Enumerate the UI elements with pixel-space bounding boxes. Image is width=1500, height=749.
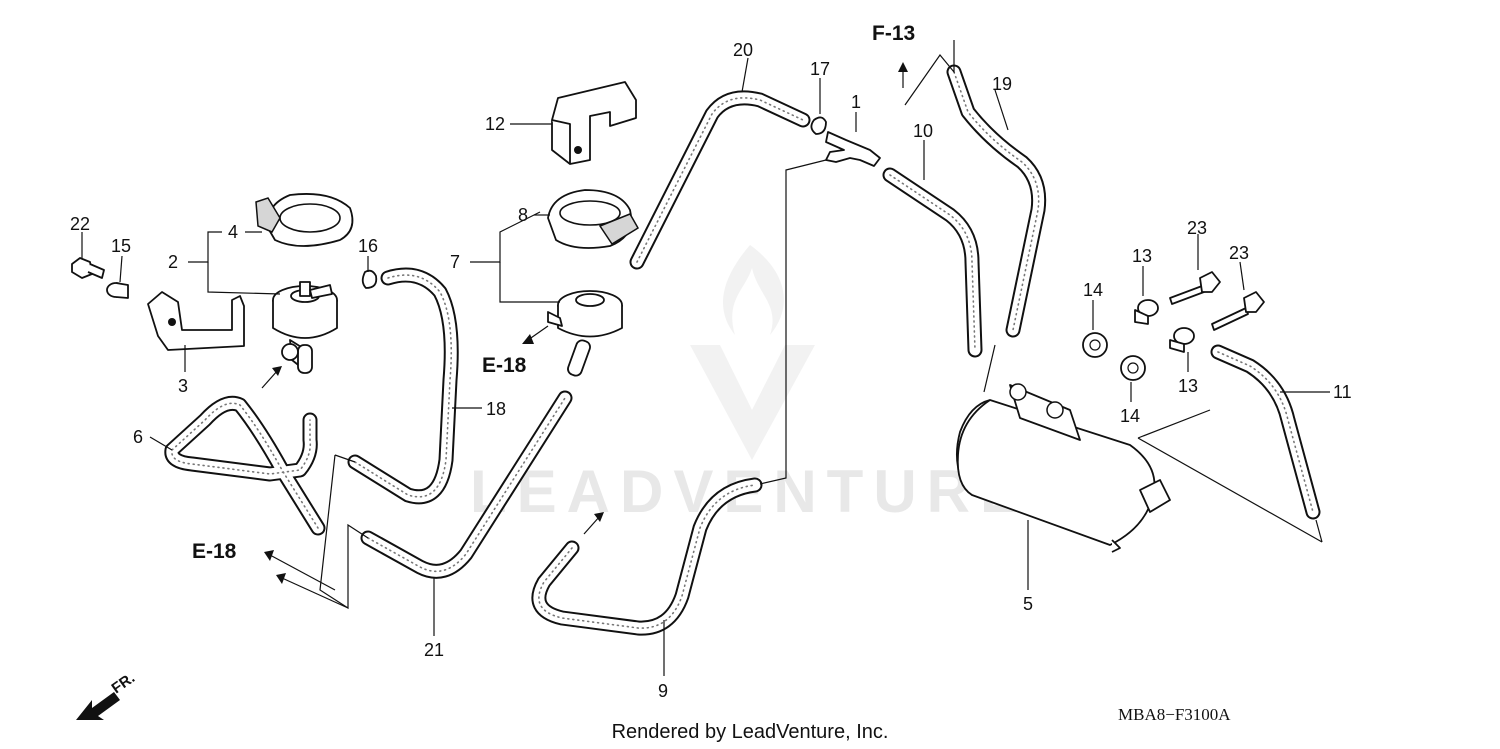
hoses: [164, 64, 1321, 636]
arrow-left-icon: [264, 550, 349, 609]
hose-19[interactable]: [946, 64, 1047, 338]
callout-14-lower[interactable]: 14: [1120, 406, 1140, 426]
callout-5[interactable]: 5: [1023, 594, 1033, 614]
joint-1[interactable]: [825, 131, 881, 167]
hose-18[interactable]: [347, 267, 459, 505]
callout-17[interactable]: 17: [810, 59, 830, 79]
callout-22[interactable]: 22: [70, 214, 90, 234]
callout-2[interactable]: 2: [168, 252, 178, 272]
hose-10[interactable]: [882, 167, 983, 358]
collar-15[interactable]: [106, 282, 129, 299]
callout-4[interactable]: 4: [228, 222, 238, 242]
diagram-code: MBA8−F3100A: [1118, 705, 1231, 724]
callout-8[interactable]: 8: [518, 205, 528, 225]
callout-16[interactable]: 16: [358, 236, 378, 256]
callout-15[interactable]: 15: [111, 236, 131, 256]
hose-20[interactable]: [629, 90, 811, 270]
front-direction-indicator: FR.: [76, 669, 138, 720]
ref-e18-left[interactable]: E-18: [192, 540, 237, 563]
leadventure-logo-icon: [690, 245, 815, 460]
valve-2[interactable]: [272, 281, 338, 374]
holder-8[interactable]: [547, 189, 640, 249]
hose-9[interactable]: [531, 477, 763, 636]
bolt-23-lower[interactable]: [1211, 291, 1265, 331]
callout-11[interactable]: 11: [1333, 382, 1352, 402]
callout-6[interactable]: 6: [133, 427, 143, 447]
ref-e18-middle[interactable]: E-18: [482, 354, 527, 377]
hose-6[interactable]: [164, 395, 326, 536]
leader-lines: [81, 40, 1330, 676]
arrow-downleft-icon: [522, 325, 549, 344]
valve-7[interactable]: [547, 290, 623, 377]
collar-13-upper[interactable]: [1134, 299, 1159, 325]
flow-arrows: [261, 62, 908, 609]
callout-9[interactable]: 9: [658, 681, 668, 701]
bolt-22[interactable]: [71, 257, 105, 279]
callout-10[interactable]: 10: [913, 121, 933, 141]
callout-23-upper[interactable]: 23: [1187, 218, 1207, 238]
holder-4[interactable]: [255, 193, 354, 247]
callout-13-lower[interactable]: 13: [1178, 376, 1198, 396]
callout-14-upper[interactable]: 14: [1083, 280, 1103, 300]
callout-19[interactable]: 19: [992, 74, 1012, 94]
callout-12[interactable]: 12: [485, 114, 505, 134]
callouts: 1 2 3 4 5 6 7 8 9 10 11 12 13 13 14 14 1…: [70, 40, 1352, 701]
ref-f13[interactable]: F-13: [872, 22, 915, 45]
callout-1[interactable]: 1: [851, 92, 861, 112]
clip-16[interactable]: [361, 269, 378, 289]
watermark: LEADVENTURE: [470, 245, 1020, 525]
section-references: F-13 E-18 E-18: [192, 22, 915, 563]
arrow-upright-icon: [261, 366, 282, 389]
canister-5[interactable]: [955, 383, 1171, 553]
callout-13-upper[interactable]: 13: [1132, 246, 1152, 266]
collar-13-lower[interactable]: [1169, 327, 1195, 353]
hose-21[interactable]: [360, 390, 573, 579]
bracket-3[interactable]: [147, 291, 245, 351]
callout-20[interactable]: 20: [733, 40, 753, 60]
grommet-14-upper[interactable]: [1082, 332, 1108, 358]
callout-21[interactable]: 21: [424, 640, 444, 660]
callout-23-lower[interactable]: 23: [1229, 243, 1249, 263]
callout-3[interactable]: 3: [178, 376, 188, 396]
callout-7[interactable]: 7: [450, 252, 460, 272]
bolt-23-upper[interactable]: [1169, 271, 1221, 305]
clip-17[interactable]: [810, 116, 827, 135]
footer-credit: Rendered by LeadVenture, Inc.: [612, 721, 889, 743]
callout-18[interactable]: 18: [486, 399, 506, 419]
arrow-up-icon: [898, 62, 908, 88]
front-arrow-icon: [76, 692, 120, 720]
hose-11[interactable]: [1210, 344, 1321, 520]
grommet-14-lower[interactable]: [1120, 355, 1146, 381]
arrow-upright-icon: [583, 512, 604, 535]
bracket-12[interactable]: [551, 81, 637, 165]
